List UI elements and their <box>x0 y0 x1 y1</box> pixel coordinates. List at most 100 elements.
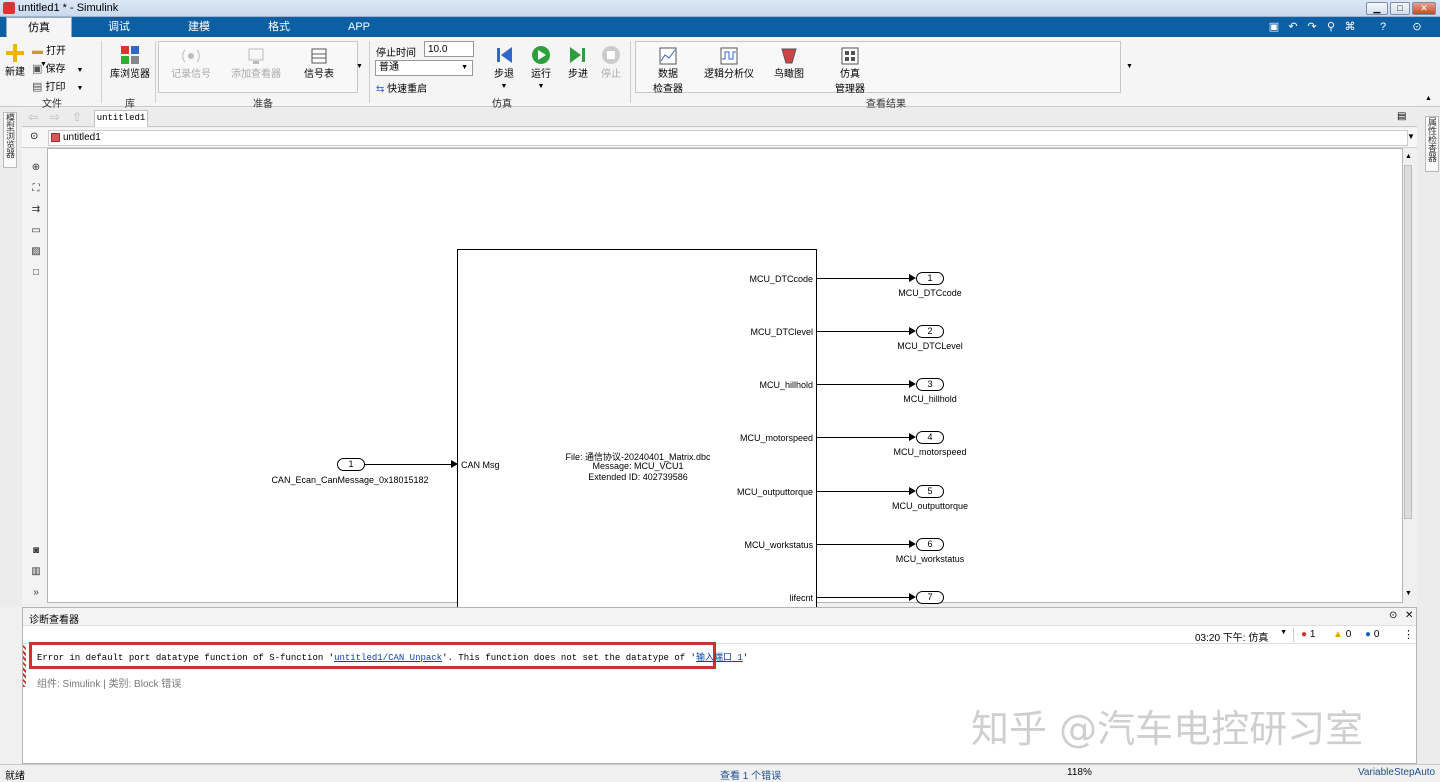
error-count: 1 <box>1309 629 1316 640</box>
view-errors-link[interactable]: 查看 1 个错误 <box>720 771 782 782</box>
open-button[interactable]: ▬ 打开 ▼ <box>32 42 84 68</box>
report-icon[interactable]: ▥ <box>31 566 41 577</box>
signal-line[interactable] <box>817 544 909 545</box>
block-link[interactable]: untitled1/CAN Unpack <box>334 653 443 663</box>
add-viewer-button[interactable]: 添加查看器 <box>228 47 284 80</box>
breadcrumb[interactable]: untitled1 <box>48 130 1408 146</box>
help-icon[interactable]: ? <box>1379 21 1387 33</box>
save-ribbon-button[interactable]: ▣ 保存 ▼ <box>32 60 84 75</box>
solver-name[interactable]: VariableStepAuto <box>1358 767 1436 778</box>
outport-block[interactable]: 5 <box>916 485 944 498</box>
chevron-down-icon[interactable]: ▼ <box>1407 132 1415 141</box>
outport-name[interactable]: MCU_workstatus <box>895 554 965 564</box>
undo-icon[interactable]: ↶ <box>1288 21 1298 33</box>
inport-block[interactable]: 1 <box>337 458 365 471</box>
outport-name[interactable]: MCU_motorspeed <box>893 447 967 457</box>
signal-line[interactable] <box>365 464 451 465</box>
close-button[interactable]: ✕ <box>1412 2 1436 15</box>
vertical-scrollbar[interactable] <box>1404 165 1412 519</box>
outport-name[interactable]: MCU_DTCcode <box>898 288 962 298</box>
search-icon[interactable]: ⚲ <box>1326 21 1336 33</box>
gallery-expand-icon[interactable]: ▼ <box>356 63 363 70</box>
log-signals-button[interactable]: 记录信号 <box>168 47 214 80</box>
expand-toolbar-icon[interactable]: » <box>33 587 39 598</box>
error-filter[interactable]: ● 1 <box>1301 629 1315 640</box>
print-button[interactable]: ▤ 打印 ▼ <box>32 78 84 93</box>
library-browser-button[interactable]: 库浏览器 <box>108 45 152 80</box>
gallery-expand-icon[interactable]: ▼ <box>1126 63 1133 70</box>
signal-line[interactable] <box>817 437 909 438</box>
save-icon[interactable]: ▣ <box>1268 21 1280 33</box>
signal-table-button[interactable]: 信号表 <box>298 47 340 80</box>
signal-line[interactable] <box>817 278 909 279</box>
signal-line[interactable] <box>817 597 909 598</box>
fit-view-icon[interactable]: ⛶ <box>32 183 40 194</box>
new-button[interactable]: 新建 <box>4 43 26 78</box>
maximize-button[interactable]: □ <box>1390 2 1410 15</box>
simulation-mode-select[interactable]: 普通 ▼ <box>375 60 473 76</box>
signal-arrow <box>909 487 916 495</box>
outport-block[interactable]: 1 <box>916 272 944 285</box>
inport-name[interactable]: CAN_Ecan_CanMessage_0x18015182 <box>271 475 429 485</box>
collapse-ribbon-icon[interactable]: ▲ <box>1425 95 1432 102</box>
logic-analyzer-button[interactable]: 逻辑分析仪 <box>702 47 756 80</box>
block-outport-label: lifecnt <box>789 593 813 603</box>
annotation-icon[interactable]: ▭ <box>31 225 41 236</box>
tab-debug[interactable]: 调试 <box>108 21 130 33</box>
outport-block[interactable]: 3 <box>916 378 944 391</box>
step-back-button[interactable]: 步退▼ <box>490 45 518 91</box>
tab-format[interactable]: 格式 <box>268 21 290 33</box>
port-link[interactable]: 输入端口 1 <box>695 653 743 663</box>
model-canvas[interactable]: ▲ ▼ 1 CAN_Ecan_CanMessage_0x18015182 CAN… <box>47 148 1412 609</box>
stop-time-input[interactable] <box>424 41 474 57</box>
up-arrow-icon[interactable]: ⇧ <box>72 110 83 124</box>
hide-browser-icon[interactable]: ⊙ <box>30 131 39 142</box>
stop-button[interactable]: 停止 <box>597 45 625 80</box>
image-icon[interactable]: ▨ <box>31 246 41 257</box>
signal-line[interactable] <box>817 491 909 492</box>
title-bar: untitled1 * - Simulink ▁ □ ✕ <box>0 0 1440 17</box>
step-forward-button[interactable]: 步进 <box>564 45 592 80</box>
back-arrow-icon[interactable]: ⇦ <box>28 110 39 124</box>
more-options-icon[interactable]: ⋮ <box>1403 629 1414 641</box>
signal-line[interactable] <box>817 331 909 332</box>
close-panel-icon[interactable]: ✕ <box>1405 610 1414 621</box>
area-icon[interactable]: □ <box>32 267 40 278</box>
minimize-panel-icon[interactable]: ⊙ <box>1389 610 1398 621</box>
info-filter[interactable]: ● 0 <box>1365 629 1379 640</box>
outport-block[interactable]: 7 <box>916 591 944 604</box>
outport-name[interactable]: MCU_DTCLevel <box>897 341 963 351</box>
forward-arrow-icon[interactable]: ⇨ <box>50 110 61 124</box>
run-button[interactable]: 运行▼ <box>527 45 555 91</box>
outport-block[interactable]: 2 <box>916 325 944 338</box>
warning-filter[interactable]: ▲ 0 <box>1333 629 1351 640</box>
diagnostic-run-select[interactable]: 03:20 下午: 仿真 ▼ <box>1195 629 1287 644</box>
property-inspector-tab[interactable]: 属性检查器 <box>1425 116 1439 172</box>
zoom-icon[interactable]: ⊕ <box>31 162 41 173</box>
screenshot-icon[interactable]: ◙ <box>32 545 40 556</box>
can-unpack-block[interactable]: CAN Msg File: 通信协议-20240401_Matrix.dbc M… <box>457 249 817 609</box>
bird-view-button[interactable]: 鸟瞰图 <box>770 47 808 80</box>
minimize-button[interactable]: ▁ <box>1366 2 1388 15</box>
outport-block[interactable]: 4 <box>916 431 944 444</box>
fast-restart-toggle[interactable]: ⇆ 快速重启 <box>376 80 427 95</box>
outport-name[interactable]: MCU_outputtorque <box>891 501 969 511</box>
options-icon[interactable]: ⊙ <box>1412 21 1422 33</box>
simulation-manager-button[interactable]: 仿真 管理器 <box>830 47 870 95</box>
data-inspector-button[interactable]: 数据 检查器 <box>648 47 688 95</box>
tab-apps[interactable]: APP <box>347 21 370 33</box>
redo-icon[interactable]: ↷ <box>1307 21 1317 33</box>
tab-modeling[interactable]: 建模 <box>188 21 210 33</box>
scroll-down-icon[interactable]: ▼ <box>1405 590 1412 597</box>
tab-menu-icon[interactable]: ▤ <box>1397 111 1407 122</box>
breadcrumb-model[interactable]: untitled1 <box>63 132 101 143</box>
outport-block[interactable]: 6 <box>916 538 944 551</box>
model-browser-tab[interactable]: 模型浏览器 <box>3 112 17 168</box>
outport-name[interactable]: MCU_hillhold <box>903 394 957 404</box>
tab-simulation[interactable]: 仿真 <box>6 17 72 37</box>
scroll-up-icon[interactable]: ▲ <box>1405 153 1412 160</box>
signal-line[interactable] <box>817 384 909 385</box>
model-tab[interactable]: untitled1 <box>94 110 148 127</box>
shortcut-icon[interactable]: ⌘ <box>1344 21 1356 33</box>
arrow-direction-icon[interactable]: ⇉ <box>31 204 41 215</box>
